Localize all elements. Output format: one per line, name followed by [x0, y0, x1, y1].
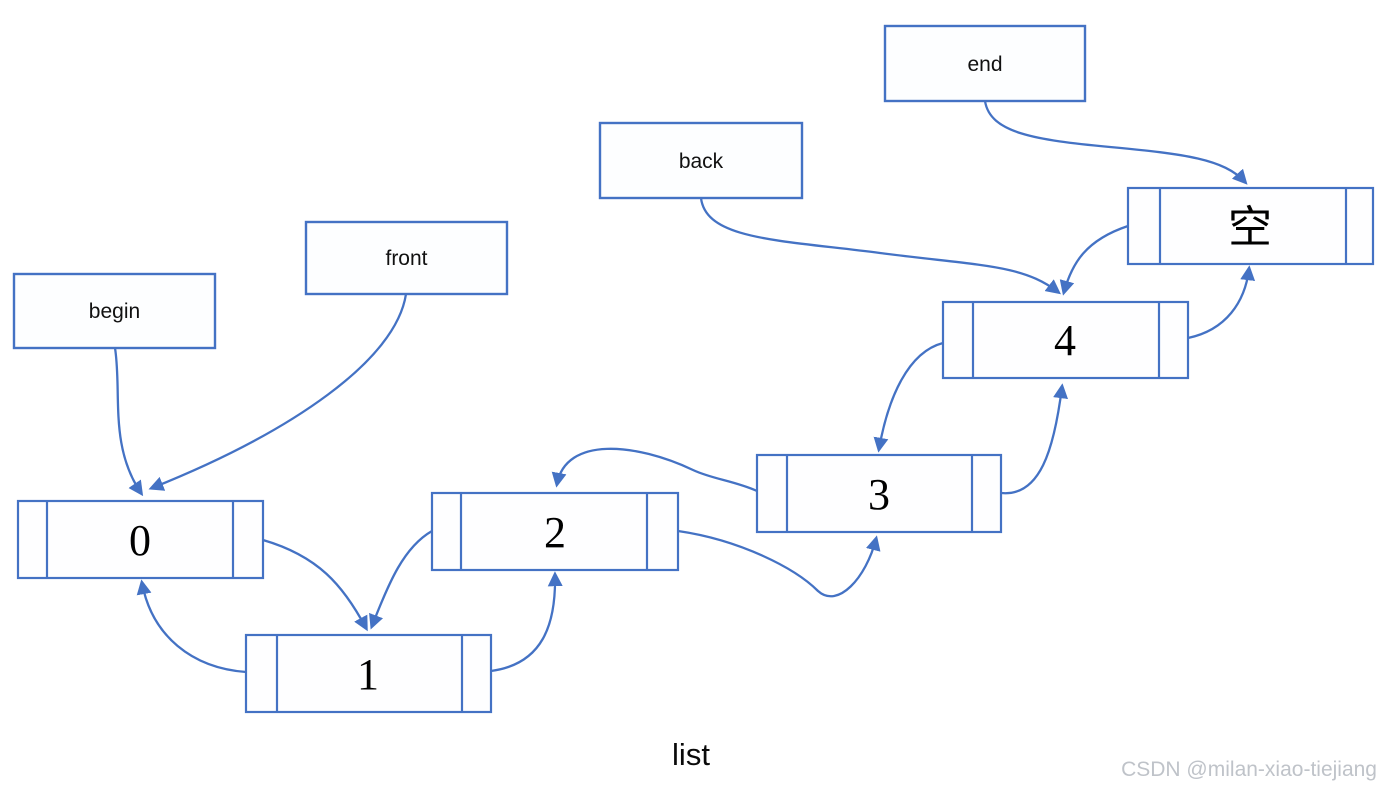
node-empty: 空 [1126, 186, 1375, 266]
arrow-node1-next-to-node2 [490, 571, 563, 673]
pointer-label-front: front [385, 247, 427, 270]
pointer-box-begin: begin [12, 272, 217, 350]
arrow-node2-next-to-node3 [677, 529, 881, 598]
arrow-nodeempty-prev-to-node4 [1059, 224, 1129, 296]
arrow-node4-prev-to-node3 [873, 341, 944, 453]
arrow-node1-prev-to-node0 [136, 579, 247, 674]
arrow-node4-next-to-nodeempty [1187, 265, 1256, 340]
node-2: 2 [430, 491, 680, 572]
node-3-value: 3 [868, 470, 890, 519]
pointer-label-begin: begin [89, 300, 140, 323]
pointer-label-end: end [967, 53, 1002, 76]
node-2-value: 2 [544, 508, 566, 557]
diagram-caption: list [672, 737, 710, 772]
node-4: 4 [941, 300, 1190, 380]
arrow-back-to-node4 [699, 197, 1061, 295]
node-1: 1 [244, 633, 493, 714]
arrow-node0-next-to-node1 [262, 538, 368, 632]
pointer-box-back: back [598, 121, 804, 200]
arrow-node3-prev-to-node2 [551, 447, 758, 493]
pointer-box-end: end [883, 24, 1087, 103]
arrow-front-to-node0 [148, 293, 408, 491]
watermark-text: CSDN @milan-xiao-tiejiang [1121, 758, 1377, 781]
arrow-end-to-nodeempty [983, 100, 1248, 185]
edge-arrows [113, 100, 1256, 674]
node-3: 3 [755, 453, 1003, 534]
node-empty-value: 空 [1228, 203, 1272, 252]
node-0: 0 [16, 499, 265, 580]
arrow-node2-prev-to-node1 [369, 530, 433, 630]
arrow-begin-to-node0 [113, 347, 144, 497]
node-4-value: 4 [1054, 316, 1076, 365]
node-1-value: 1 [357, 650, 379, 699]
pointer-box-front: front [304, 220, 509, 296]
node-0-value: 0 [129, 516, 151, 565]
arrow-node3-next-to-node4 [1000, 383, 1069, 495]
pointer-label-back: back [679, 150, 724, 173]
